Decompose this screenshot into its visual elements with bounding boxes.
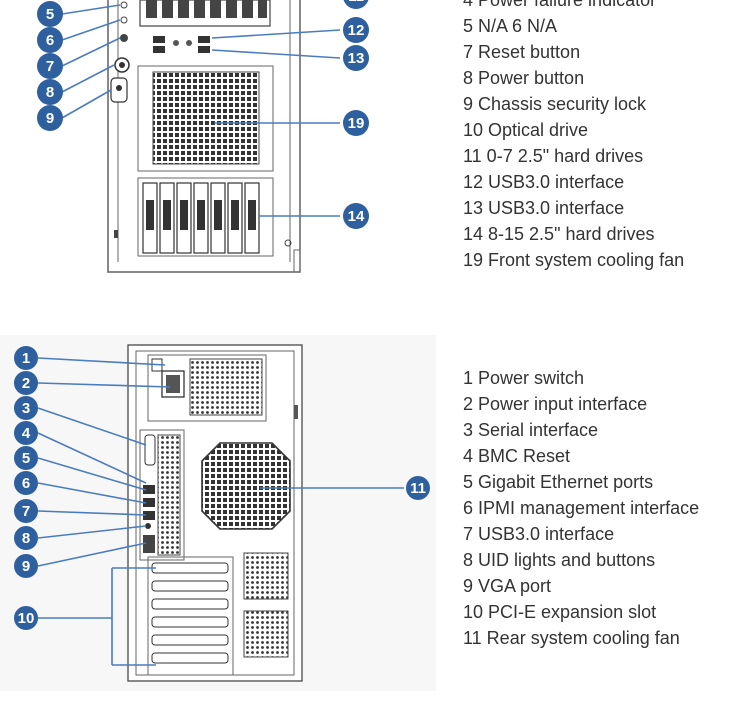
svg-text:7: 7	[46, 58, 54, 75]
svg-text:6: 6	[46, 32, 54, 49]
svg-text:8: 8	[22, 530, 30, 547]
callout-rear-2: 2	[14, 371, 38, 395]
callout-front-6: 6	[37, 27, 63, 53]
callout-rear-7: 7	[14, 499, 38, 523]
svg-text:11: 11	[348, 0, 364, 5]
callout-front-14: 14	[343, 203, 369, 229]
svg-text:11: 11	[410, 480, 426, 497]
front-view-svg: 5 6 7 8 9 11 12 13 19 14	[37, 0, 369, 273]
svg-text:2: 2	[22, 375, 30, 392]
legend-item: 2 Power input interface	[463, 394, 648, 414]
callout-rear-6: 6	[14, 471, 38, 495]
legend-item: 1 Power switch	[463, 368, 585, 388]
svg-text:1: 1	[22, 350, 30, 367]
legend-item: 8 UID lights and buttons	[463, 550, 656, 570]
rear-cooling-fan	[201, 442, 291, 530]
svg-text:6: 6	[22, 475, 30, 492]
svg-text:10: 10	[18, 610, 35, 627]
svg-text:3: 3	[22, 400, 30, 417]
front-cooling-fan	[137, 65, 274, 172]
callout-rear-8: 8	[14, 526, 38, 550]
rear-view-legend: 1 Power switch 2 Power input interface 3…	[463, 365, 699, 651]
legend-item: 4 BMC Reset	[463, 446, 571, 466]
svg-text:4: 4	[22, 425, 31, 442]
callout-rear-10: 10	[14, 606, 38, 630]
legend-item: 3 Serial interface	[463, 420, 599, 440]
svg-text:5: 5	[46, 6, 54, 23]
legend-item: 10 PCI-E expansion slot	[463, 602, 657, 622]
rear-power-supply	[147, 354, 267, 422]
callout-rear-3: 3	[14, 396, 38, 420]
svg-text:13: 13	[348, 50, 365, 67]
callout-rear-1: 1	[14, 346, 38, 370]
callout-front-13: 13	[343, 45, 369, 71]
front-side-buttons	[110, 1, 130, 103]
legend-item: 12 USB3.0 interface	[463, 172, 625, 192]
front-top-drive-bay	[139, 0, 271, 27]
legend-item: 7 Reset button	[463, 42, 581, 62]
front-view-legend: 4 Power failure indicator 5 N/A 6 N/A 7 …	[463, 0, 684, 273]
rear-io-panel	[139, 429, 185, 561]
svg-text:5: 5	[22, 450, 30, 467]
legend-item: 11 Rear system cooling fan	[463, 628, 680, 648]
callout-rear-11: 11	[406, 476, 430, 500]
callout-front-11-partial: 11	[343, 0, 369, 9]
svg-text:7: 7	[22, 503, 30, 520]
legend-item: 6 IPMI management interface	[463, 498, 700, 518]
front-lower-drive-bay	[137, 177, 274, 257]
front-usb-ports	[153, 36, 210, 53]
legend-item: 4 Power failure indicator	[463, 0, 657, 10]
legend-item: 13 USB3.0 interface	[463, 198, 625, 218]
rear-view-diagram: 1 2 3 4 5 6 7 8 9 10 11	[0, 335, 450, 695]
svg-text:12: 12	[348, 22, 365, 39]
callout-front-12: 12	[343, 17, 369, 43]
legend-item: 9 Chassis security lock	[463, 94, 647, 114]
callout-front-7: 7	[37, 53, 63, 79]
legend-item: 10 Optical drive	[463, 120, 589, 140]
legend-item: 8 Power button	[463, 68, 585, 88]
legend-item: 5 N/A 6 N/A	[463, 16, 558, 36]
svg-text:14: 14	[348, 208, 365, 225]
callout-front-5: 5	[37, 1, 63, 27]
rear-view-svg: 1 2 3 4 5 6 7 8 9 10 11	[0, 335, 436, 691]
callout-rear-5: 5	[14, 446, 38, 470]
svg-text:8: 8	[46, 84, 54, 101]
front-view-diagram: 5 6 7 8 9 11 12 13 19 14	[0, 0, 450, 300]
legend-item: 5 Gigabit Ethernet ports	[463, 472, 654, 492]
svg-text:19: 19	[348, 115, 365, 132]
callout-rear-9: 9	[14, 554, 38, 578]
callout-rear-4: 4	[14, 421, 38, 445]
legend-item: 11 0-7 2.5" hard drives	[463, 146, 644, 166]
legend-item: 9 VGA port	[463, 576, 552, 596]
callout-front-19: 19	[343, 110, 369, 136]
legend-item: 14 8-15 2.5" hard drives	[463, 224, 655, 244]
svg-text:9: 9	[22, 558, 30, 575]
callout-front-8: 8	[37, 79, 63, 105]
legend-item: 19 Front system cooling fan	[463, 250, 685, 270]
svg-text:9: 9	[46, 110, 54, 127]
callout-front-9: 9	[37, 105, 63, 131]
legend-item: 7 USB3.0 interface	[463, 524, 615, 544]
